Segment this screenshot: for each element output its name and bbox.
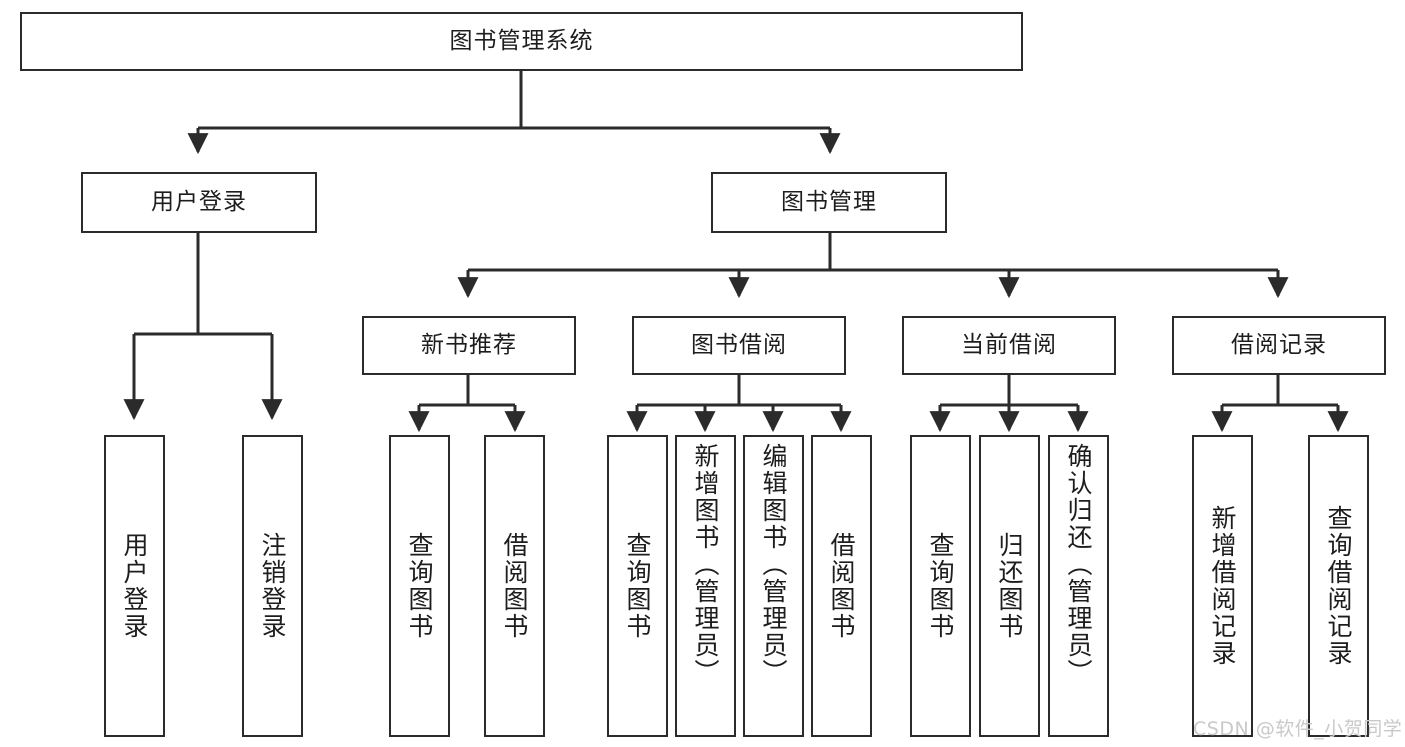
node-leaf-query-book-2-label: 查询图书	[623, 532, 652, 640]
node-leaf-borrow-book-1-label: 借阅图书	[500, 532, 529, 640]
node-leaf-add-book[interactable]: 新增图书（管理员）	[675, 435, 736, 737]
node-leaf-query-book-3-label: 查询图书	[926, 532, 955, 640]
node-leaf-user-login[interactable]: 用户登录	[104, 435, 165, 737]
node-leaf-user-login-label: 用户登录	[120, 532, 149, 640]
node-current-borrow-label: 当前借阅	[961, 332, 1057, 359]
node-user-login[interactable]: 用户登录	[81, 172, 317, 233]
node-book-manage[interactable]: 图书管理	[711, 172, 947, 233]
node-leaf-logout-login[interactable]: 注销登录	[242, 435, 303, 737]
node-leaf-query-record-label: 查询借阅记录	[1324, 505, 1353, 667]
node-root-label: 图书管理系统	[449, 28, 594, 55]
node-leaf-return-book-label: 归还图书	[995, 532, 1024, 640]
node-leaf-query-record[interactable]: 查询借阅记录	[1308, 435, 1369, 737]
node-leaf-query-book-1[interactable]: 查询图书	[389, 435, 450, 737]
node-leaf-edit-book-label: 编辑图书（管理员）	[759, 443, 788, 686]
node-leaf-query-book-1-label: 查询图书	[405, 532, 434, 640]
node-new-book-recommend-label: 新书推荐	[421, 332, 517, 359]
node-leaf-borrow-book-2[interactable]: 借阅图书	[811, 435, 872, 737]
node-leaf-add-record-label: 新增借阅记录	[1208, 505, 1237, 667]
node-borrow-record[interactable]: 借阅记录	[1172, 316, 1386, 375]
node-leaf-add-book-label: 新增图书（管理员）	[691, 443, 720, 686]
node-borrow-record-label: 借阅记录	[1231, 332, 1327, 359]
node-root[interactable]: 图书管理系统	[20, 12, 1023, 71]
watermark: CSDN @软件_小贺同学	[1193, 718, 1403, 740]
node-current-borrow[interactable]: 当前借阅	[902, 316, 1116, 375]
node-leaf-borrow-book-2-label: 借阅图书	[827, 532, 856, 640]
node-user-login-label: 用户登录	[151, 189, 247, 216]
node-new-book-recommend[interactable]: 新书推荐	[362, 316, 576, 375]
node-leaf-query-book-2[interactable]: 查询图书	[607, 435, 668, 737]
node-leaf-confirm-return-label: 确认归还（管理员）	[1064, 443, 1093, 686]
node-book-manage-label: 图书管理	[781, 189, 877, 216]
node-leaf-edit-book[interactable]: 编辑图书（管理员）	[743, 435, 804, 737]
node-leaf-confirm-return[interactable]: 确认归还（管理员）	[1048, 435, 1109, 737]
node-leaf-logout-login-label: 注销登录	[258, 532, 287, 640]
node-book-borrow[interactable]: 图书借阅	[632, 316, 846, 375]
node-leaf-return-book[interactable]: 归还图书	[979, 435, 1040, 737]
node-leaf-query-book-3[interactable]: 查询图书	[910, 435, 971, 737]
node-book-borrow-label: 图书借阅	[691, 332, 787, 359]
node-leaf-add-record[interactable]: 新增借阅记录	[1192, 435, 1253, 737]
node-leaf-borrow-book-1[interactable]: 借阅图书	[484, 435, 545, 737]
